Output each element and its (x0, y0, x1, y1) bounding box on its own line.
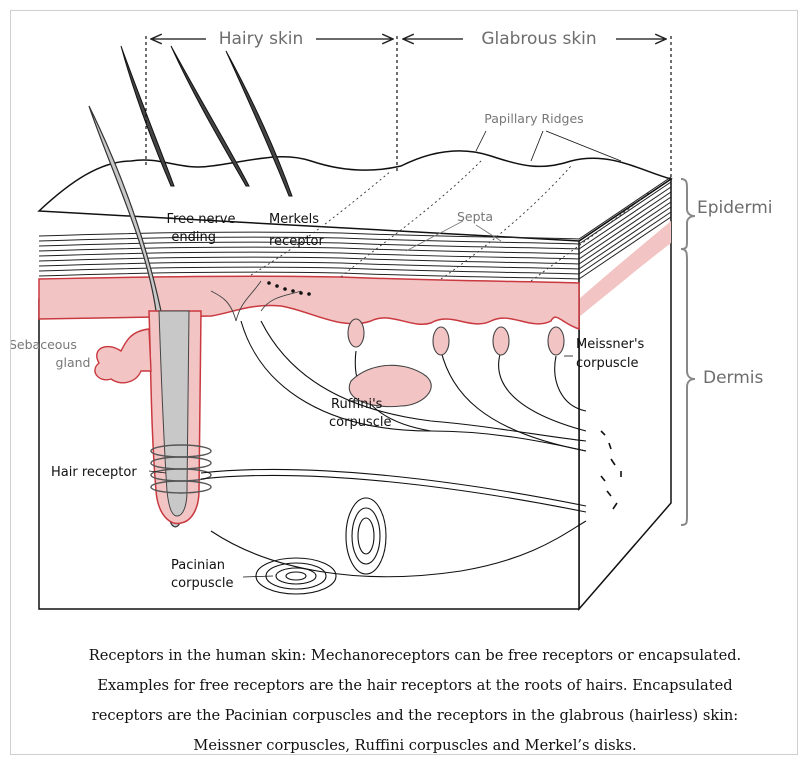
merkels-label-line2: receptor (269, 234, 325, 249)
pacinian-label-line2: corpuscle (171, 576, 233, 591)
merkels-label-line1: Merkels (269, 212, 319, 227)
skin-diagram: Hairy skin Glabrous skin Papillary Ridge… (11, 11, 797, 631)
septa-label: Septa (457, 209, 493, 224)
sebaceous-label-line1: Sebaceous (11, 337, 77, 352)
dermis-label: Dermis (703, 368, 764, 388)
meissner-label-line2: corpuscle (576, 356, 638, 371)
hairy-skin-label: Hairy skin (219, 29, 304, 49)
glabrous-skin-label: Glabrous skin (481, 29, 596, 49)
skin-top-surface (39, 151, 671, 241)
meissner-label-line1: Meissner's (576, 337, 645, 352)
dermis-bracket (681, 249, 695, 525)
caption-line: receptors are the Pacinian corpuscles an… (25, 701, 805, 731)
figure-caption: Receptors in the human skin: Mechanorece… (25, 641, 805, 761)
sebaceous-label-line2: gland (56, 355, 91, 370)
layer-brackets (681, 179, 695, 525)
pacinian-label-line1: Pacinian (171, 558, 225, 573)
epidermis-bracket (681, 179, 695, 249)
epidermis-label: Epidermi (697, 198, 772, 218)
caption-line: Meissner corpuscles, Ruffini corpuscles … (25, 731, 805, 761)
hair-receptor-label: Hair receptor (51, 465, 137, 480)
free-nerve-label-line2: ending (171, 230, 216, 245)
papillary-ridges-label: Papillary Ridges (484, 111, 583, 126)
ruffini-label-line2: corpuscle (329, 415, 391, 430)
caption-line: Receptors in the human skin: Mechanorece… (25, 641, 805, 671)
figure-frame: Hairy skin Glabrous skin Papillary Ridge… (10, 10, 798, 755)
free-nerve-label-line1: Free nerve (167, 212, 236, 227)
caption-line: Examples for free receptors are the hair… (25, 671, 805, 701)
ruffini-label-line1: Ruffini's (331, 397, 383, 412)
